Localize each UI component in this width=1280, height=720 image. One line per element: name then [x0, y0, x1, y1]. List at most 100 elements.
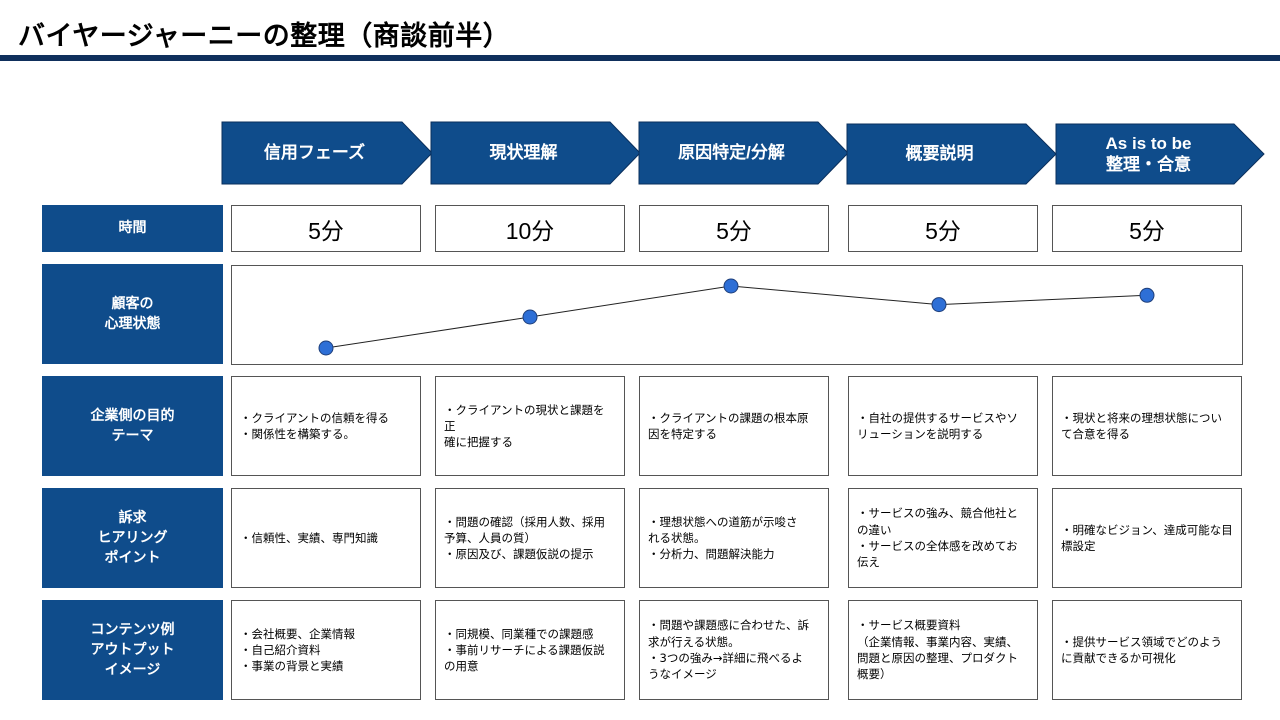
row-header-mood: 顧客の 心理状態 — [42, 264, 223, 364]
appeal-cell-3: ・理想状態への道筋が示唆さ れる状態。 ・分析力、問題解決能力 — [639, 488, 829, 588]
mood-curve-dots — [318, 278, 1155, 356]
row-header-content-line-3: イメージ — [104, 662, 161, 679]
appeal-cell-2: ・問題の確認（採用人数、採用 予算、人員の質） ・原因及び、課題仮説の提示 — [435, 488, 625, 588]
row-header-appeal-line-1: 訴求 — [118, 509, 147, 526]
purpose-cell-1: ・クライアントの信頼を得る ・関係性を構築する。 — [231, 376, 421, 476]
content-cell-5-line-1: ・提供サービス領域でどのよう — [1061, 634, 1222, 649]
content-cell-5: ・提供サービス領域でどのよう に貢献できるか可視化 — [1052, 600, 1242, 700]
row-header-appeal: 訴求 ヒアリング ポイント — [42, 488, 223, 588]
appeal-cell-2-line-1: ・問題の確認（採用人数、採用 — [444, 514, 605, 529]
row-header-purpose-line-1: 企業側の目的 — [90, 407, 175, 424]
mood-point-2 — [522, 309, 538, 325]
phase-label-1: 信用フェーズ — [222, 122, 407, 184]
phase-label-2-text: 現状理解 — [489, 143, 558, 163]
time-cell-3: 5分 — [639, 205, 829, 252]
purpose-cell-5-line-1: ・現状と将来の理想状態につい — [1061, 410, 1222, 425]
phase-label-3-text: 原因特定/分解 — [678, 143, 785, 163]
row-header-content: コンテンツ例 アウトプット イメージ — [42, 600, 223, 700]
phase-chevrons — [221, 121, 1265, 185]
phase-arrow-1 — [221, 121, 433, 185]
time-cell-5: 5分 — [1052, 205, 1242, 252]
purpose-cell-4-line-1: ・自社の提供するサービスやソ — [857, 410, 1018, 425]
time-cell-4: 5分 — [848, 205, 1038, 252]
row-header-time: 時間 — [42, 205, 223, 252]
appeal-cell-4-line-4: 伝え — [857, 555, 880, 570]
appeal-cell-5-line-1: ・明確なビジョン、達成可能な目 — [1061, 522, 1233, 537]
phase-label-5-line-1: As is to be — [1105, 133, 1192, 153]
mood-curve-line — [325, 285, 1148, 349]
appeal-cell-4-line-3: ・サービスの全体感を改めてお — [857, 539, 1018, 553]
content-cell-2-line-3: の用意 — [444, 659, 479, 674]
content-cell-4-line-3: 問題と原因の整理、プロダクト — [857, 651, 1018, 665]
content-cell-2-line-2: ・事前リサーチによる課題仮説 — [444, 642, 605, 657]
content-cell-4-line-1: ・サービス概要資料 — [857, 618, 961, 633]
purpose-cell-3: ・クライアントの課題の根本原 因を特定する — [639, 376, 829, 476]
content-cell-1-line-1: ・会社概要、企業情報 — [240, 626, 355, 641]
mood-point-5 — [1139, 287, 1155, 303]
time-value-2: 10分 — [505, 217, 555, 244]
appeal-cell-3-line-2: れる状態。 — [648, 530, 706, 545]
purpose-cell-1-line-2: ・関係性を構築する。 — [240, 427, 355, 441]
appeal-cell-4: ・サービスの強み、競合他社と の違い ・サービスの全体感を改めてお 伝え — [848, 488, 1038, 588]
appeal-cell-3-line-1: ・理想状態への道筋が示唆さ — [648, 514, 798, 529]
mood-point-4 — [931, 297, 947, 313]
mood-point-1 — [318, 340, 334, 356]
page-title: バイヤージャーニーの整理（商談前半） — [18, 21, 511, 52]
appeal-cell-1-line-1: ・信頼性、実績、専門知識 — [240, 530, 378, 545]
phase-arrow-3 — [638, 121, 849, 185]
content-cell-2: ・同規模、同業種での課題感 ・事前リサーチによる課題仮説 の用意 — [435, 600, 625, 700]
time-cell-2: 10分 — [435, 205, 625, 252]
phase-arrow-2 — [430, 121, 641, 185]
appeal-cell-2-line-3: ・原因及び、課題仮説の提示 — [444, 547, 594, 562]
phase-label-3: 原因特定/分解 — [639, 122, 824, 184]
appeal-cell-3-line-3: ・分析力、問題解決能力 — [648, 547, 775, 562]
appeal-cell-4-line-1: ・サービスの強み、競合他社と — [857, 506, 1018, 521]
time-value-3: 5分 — [716, 217, 752, 244]
purpose-cell-2: ・クライアントの現状と課題を正 確に把握する — [435, 376, 625, 476]
row-header-content-line-2: アウトプット — [90, 641, 175, 658]
purpose-cell-1-line-1: ・クライアントの信頼を得る — [240, 410, 390, 425]
phase-arrow-4 — [846, 123, 1057, 185]
purpose-cell-2-line-2: 確に把握する — [444, 435, 513, 450]
purpose-cell-4-line-2: リューションを説明する — [857, 427, 984, 441]
appeal-cell-4-line-2: の違い — [857, 522, 892, 537]
content-cell-3-line-2: 求が行える状態。 — [648, 634, 740, 649]
phase-label-4-text: 概要説明 — [905, 144, 974, 164]
content-cell-3-line-1: ・問題や課題感に合わせた、訴 — [648, 618, 809, 633]
row-header-mood-line-1: 顧客の — [111, 295, 154, 312]
time-value-1: 5分 — [308, 217, 344, 244]
content-cell-1-line-3: ・事業の背景と実績 — [240, 659, 344, 674]
content-cell-2-line-1: ・同規模、同業種での課題感 — [444, 626, 594, 641]
phase-label-2: 現状理解 — [431, 122, 616, 184]
content-cell-4: ・サービス概要資料 （企業情報、事業内容、実績、 問題と原因の整理、プロダクト … — [848, 600, 1038, 700]
appeal-cell-2-line-2: 予算、人員の質） — [444, 530, 536, 545]
time-value-5: 5分 — [1129, 217, 1165, 244]
content-cell-3: ・問題や課題感に合わせた、訴 求が行える状態。 ・3つの強み→詳細に飛べるよ う… — [639, 600, 829, 700]
phase-arrow-5 — [1055, 123, 1265, 185]
purpose-cell-2-line-1: ・クライアントの現状と課題を正 — [444, 402, 605, 433]
appeal-cell-1: ・信頼性、実績、専門知識 — [231, 488, 421, 588]
appeal-cell-5: ・明確なビジョン、達成可能な目 標設定 — [1052, 488, 1242, 588]
purpose-cell-4: ・自社の提供するサービスやソ リューションを説明する — [848, 376, 1038, 476]
purpose-cell-5-line-2: て合意を得る — [1061, 427, 1130, 441]
time-cell-1: 5分 — [231, 205, 421, 252]
phase-label-5: As is to be 整理・合意 — [1056, 124, 1241, 184]
row-header-purpose-line-2: テーマ — [111, 428, 154, 444]
purpose-cell-5: ・現状と将来の理想状態につい て合意を得る — [1052, 376, 1242, 476]
content-cell-4-line-2: （企業情報、事業内容、実績、 — [857, 634, 1018, 649]
row-header-purpose: 企業側の目的 テーマ — [42, 376, 223, 476]
appeal-cell-5-line-2: 標設定 — [1061, 539, 1096, 553]
title-underline — [0, 55, 1280, 61]
row-header-time-text: 時間 — [118, 220, 147, 237]
phase-label-4: 概要説明 — [847, 124, 1032, 184]
row-header-mood-line-2: 心理状態 — [104, 316, 161, 332]
time-value-4: 5分 — [925, 217, 961, 244]
content-cell-4-line-4: 概要） — [857, 667, 892, 682]
content-cell-1-line-2: ・自己紹介資料 — [240, 642, 321, 657]
content-cell-3-line-4: うなイメージ — [648, 667, 717, 682]
row-header-content-line-1: コンテンツ例 — [90, 621, 175, 638]
mood-point-3 — [723, 278, 739, 294]
content-cell-3-line-3: ・3つの強み→詳細に飛べるよ — [648, 651, 803, 665]
phase-label-5-line-2: 整理・合意 — [1106, 155, 1191, 174]
